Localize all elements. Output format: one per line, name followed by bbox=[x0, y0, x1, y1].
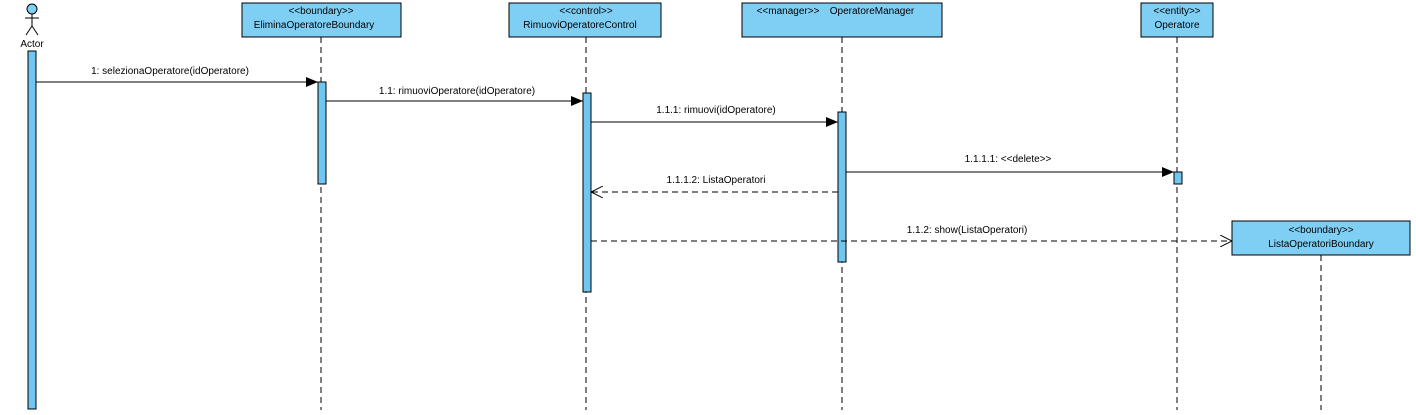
activation-bar bbox=[317, 81, 327, 185]
actor-label: Actor bbox=[20, 39, 44, 50]
message-label: 1.1.1: rimuovi(idOperatore) bbox=[656, 105, 776, 116]
lifeline-listaoperatoriboundary[interactable]: <<boundary>> ListaOperatoriBoundary bbox=[1231, 220, 1411, 256]
actor-activation bbox=[27, 50, 37, 410]
lifeline-name: Operatore bbox=[1154, 20, 1199, 31]
message-1-1-1-2-return[interactable]: 1.1.1.2: ListaOperatori bbox=[591, 175, 838, 192]
message-1-1-1-1[interactable]: 1.1.1.1: <<delete>> bbox=[846, 154, 1174, 177]
lifeline-name: OperatoreManager bbox=[830, 6, 915, 17]
message-label: 1.1.1.1: <<delete>> bbox=[965, 154, 1052, 165]
lifeline-eliminaoperatoreboundary[interactable]: <<boundary>> EliminaOperatoreBoundary bbox=[241, 2, 402, 38]
message-1-1-2-create[interactable]: 1.1.2: show(ListaOperatori) bbox=[591, 225, 1232, 241]
message-label: 1.1.2: show(ListaOperatori) bbox=[907, 225, 1028, 236]
lifeline-stereotype: <<boundary>> bbox=[1288, 225, 1353, 236]
lifeline-rimuovioperatorecontrol[interactable]: <<control>> RimuoviOperatoreControl bbox=[508, 2, 662, 38]
message-label: 1: selezionaOperatore(idOperatore) bbox=[91, 66, 249, 77]
lifeline-stereotype: <<entity>> bbox=[1153, 6, 1200, 17]
message-1-1-1[interactable]: 1.1.1: rimuovi(idOperatore) bbox=[591, 105, 838, 127]
activation-bar bbox=[1173, 171, 1183, 185]
lifeline-stereotype: <<manager>> bbox=[757, 6, 820, 17]
activation-bar bbox=[837, 111, 847, 263]
activation-bar bbox=[582, 92, 592, 293]
lifeline-operatore[interactable]: <<entity>> Operatore bbox=[1140, 2, 1214, 38]
actor-stick-figure-icon bbox=[25, 3, 39, 36]
lifeline-stereotype: <<boundary>> bbox=[288, 6, 353, 17]
actor[interactable]: Actor bbox=[20, 3, 44, 50]
message-1-1[interactable]: 1.1: rimuoviOperatore(idOperatore) bbox=[326, 86, 583, 106]
message-label: 1.1.1.2: ListaOperatori bbox=[667, 175, 766, 186]
message-1[interactable]: 1: selezionaOperatore(idOperatore) bbox=[36, 66, 318, 87]
lifeline-name: EliminaOperatoreBoundary bbox=[254, 20, 375, 31]
lifeline-name: ListaOperatoriBoundary bbox=[1268, 239, 1374, 250]
lifeline-operatoremanager[interactable]: <<manager>> OperatoreManager bbox=[741, 2, 943, 38]
message-label: 1.1: rimuoviOperatore(idOperatore) bbox=[379, 86, 535, 97]
lifeline-name: RimuoviOperatoreControl bbox=[523, 20, 636, 31]
lifeline-stereotype: <<control>> bbox=[559, 6, 613, 17]
